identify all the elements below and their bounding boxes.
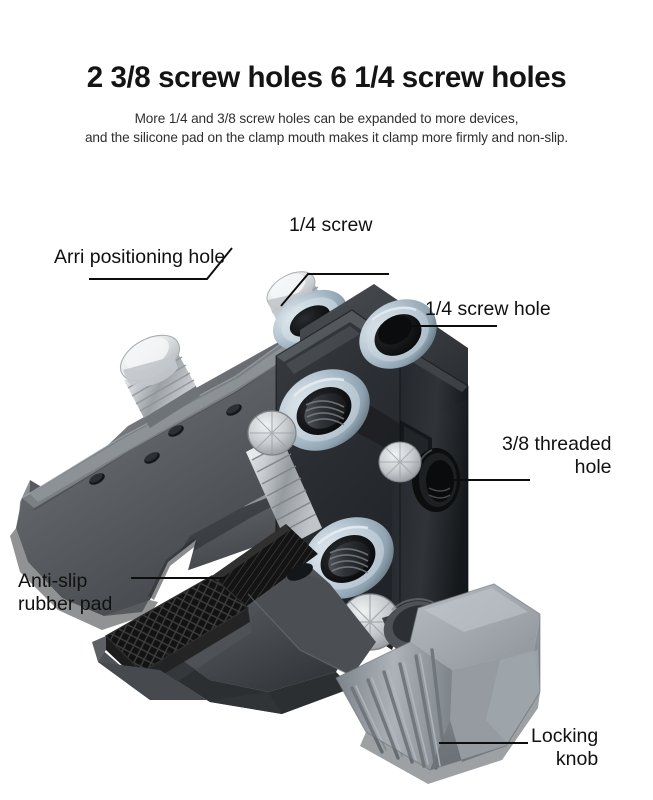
- callout-locking-knob-line-2: knob: [555, 748, 599, 770]
- callout-arri-positioning-hole: Arri positioning hole: [54, 246, 226, 268]
- subtitle-line-2: and the silicone pad on the clamp mouth …: [84, 130, 569, 146]
- quarter-screw-hole: [359, 299, 437, 369]
- lower-jaw: [92, 524, 376, 714]
- callout-38-threaded-hole-line-1: 3/8 threaded: [502, 433, 612, 455]
- page-title: 2 3/8 screw holes 6 1/4 screw holes: [86, 61, 567, 94]
- callout-quarter-screw-hole: 1/4 screw hole: [425, 298, 551, 320]
- leader-line-arri: [89, 247, 233, 280]
- leader-line-quarter-screw: [280, 273, 389, 307]
- header: 2 3/8 screw holes 6 1/4 screw holes More…: [0, 0, 653, 148]
- hinge-pivot-disc-right: [378, 441, 422, 483]
- callout-quarter-screw: 1/4 screw: [289, 214, 373, 236]
- callout-anti-slip-rubber-pad: Anti-slip rubber pad: [18, 570, 112, 616]
- callout-locking-knob-line-1: Locking: [531, 725, 599, 747]
- locking-knob: [335, 583, 541, 784]
- threaded-hole-lower: [302, 517, 394, 599]
- threaded-hole-center: [278, 369, 370, 451]
- subtitle-line-1: More 1/4 and 3/8 screw holes can be expa…: [134, 110, 519, 126]
- product-illustration: [0, 180, 653, 800]
- callout-anti-slip-line-1: Anti-slip: [18, 570, 88, 592]
- leader-lines: [89, 247, 530, 744]
- callout-38-threaded-hole-line-2: hole: [574, 456, 612, 478]
- page-subtitle: More 1/4 and 3/8 screw holes can be expa…: [0, 109, 653, 148]
- threaded-hole-38: [412, 448, 460, 512]
- callout-locking-knob: Locking knob: [531, 725, 598, 771]
- hinge-pivot-disc-upper: [247, 410, 297, 456]
- callout-anti-slip-line-2: rubber pad: [18, 593, 113, 615]
- arri-positioning-pin-hole-group: [89, 404, 242, 485]
- quarter-inch-screw-left: [119, 334, 200, 428]
- callout-38-threaded-hole: 3/8 threaded hole: [502, 433, 612, 479]
